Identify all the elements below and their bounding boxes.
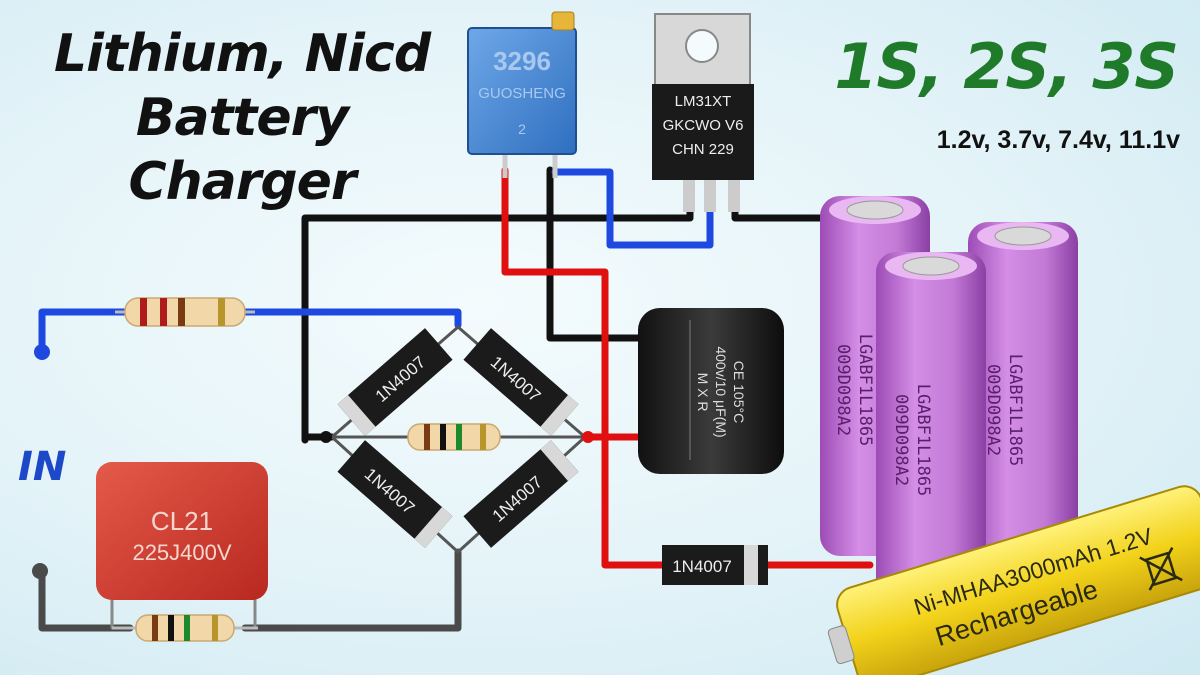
input-resistor bbox=[115, 297, 255, 327]
diode-bridge-bottom-right: 1N4007 bbox=[463, 440, 579, 548]
trimpot: 3296 GUOSHENG 2 bbox=[467, 11, 577, 178]
title-line-2: Battery Charger bbox=[128, 88, 356, 212]
regulator-line-3: CHN 229 bbox=[672, 141, 734, 158]
li-cell-line-1: LGABF1L1865 bbox=[855, 334, 875, 447]
cell-configs: 1S, 2S, 3S bbox=[834, 30, 1179, 103]
trimpot-line-2: GUOSHENG bbox=[478, 85, 566, 102]
junction-dot-right bbox=[582, 431, 594, 443]
electrolytic-capacitor: CE 105°C 400v/10 μF(M) M X R bbox=[638, 308, 784, 474]
wire-blue-to-bridge bbox=[236, 308, 462, 329]
terminal-dot-top bbox=[34, 344, 50, 360]
diode-bridge-top-right: 1N4007 bbox=[463, 328, 579, 436]
voltage-regulator: LM31XT GKCWO V6 CHN 229 bbox=[652, 13, 754, 212]
trimpot-line-3: 2 bbox=[518, 121, 526, 137]
title: Lithium, Nicd Battery Charger bbox=[22, 22, 462, 214]
voltage-list: 1.2v, 3.7v, 7.4v, 11.1v bbox=[936, 126, 1180, 154]
li-cell-line-2: 009D098A2 bbox=[833, 344, 853, 436]
bleeder-resistor bbox=[112, 614, 258, 642]
bridge-resistor bbox=[407, 423, 501, 451]
wire-gray-input bbox=[38, 568, 134, 632]
li-cell-line-1: LGABF1L1865 bbox=[913, 384, 933, 497]
ecap-line-3: M X R bbox=[695, 373, 711, 412]
wire-black-bridge-left bbox=[301, 206, 694, 444]
diode-label: 1N4007 bbox=[672, 557, 732, 576]
regulator-line-2: GKCWO V6 bbox=[663, 117, 744, 134]
diode-bridge-bottom-left: 1N4007 bbox=[337, 440, 453, 548]
trimpot-line-1: 3296 bbox=[493, 46, 551, 76]
li-cell-line-2: 009D098A2 bbox=[983, 364, 1003, 456]
wire-blue-input bbox=[38, 308, 134, 354]
wire-red-trimpot bbox=[501, 166, 669, 569]
film-cap-line-1: CL21 bbox=[151, 506, 213, 536]
input-label: IN bbox=[18, 444, 67, 490]
li-cell-line-1: LGABF1L1865 bbox=[1005, 354, 1025, 467]
film-cap-line-2: 225J400V bbox=[132, 540, 231, 565]
regulator-line-1: LM31XT bbox=[675, 93, 732, 110]
terminal-dot-bottom bbox=[32, 563, 48, 579]
film-capacitor: CL21 225J400V bbox=[96, 462, 268, 600]
li-cell-back-right: LGABF1L1865 009D098A2 bbox=[968, 222, 1078, 558]
li-cell-line-2: 009D098A2 bbox=[891, 394, 911, 486]
li-cell-front: LGABF1L1865 009D098A2 bbox=[876, 252, 986, 600]
ecap-line-2: 400v/10 μF(M) bbox=[713, 346, 729, 437]
wire-black-cap bbox=[546, 166, 652, 342]
title-line-1: Lithium, Nicd bbox=[53, 24, 431, 84]
wire-blue-trimpot bbox=[551, 168, 714, 249]
diode-bridge-top-left: 1N4007 bbox=[337, 328, 453, 436]
recycle-bin-icon bbox=[1139, 547, 1183, 591]
ecap-line-1: CE 105°C bbox=[731, 361, 747, 423]
wire-gray-bridge bbox=[241, 548, 462, 632]
junction-dot-left bbox=[320, 431, 332, 443]
output-diode: 1N4007 bbox=[662, 545, 768, 585]
